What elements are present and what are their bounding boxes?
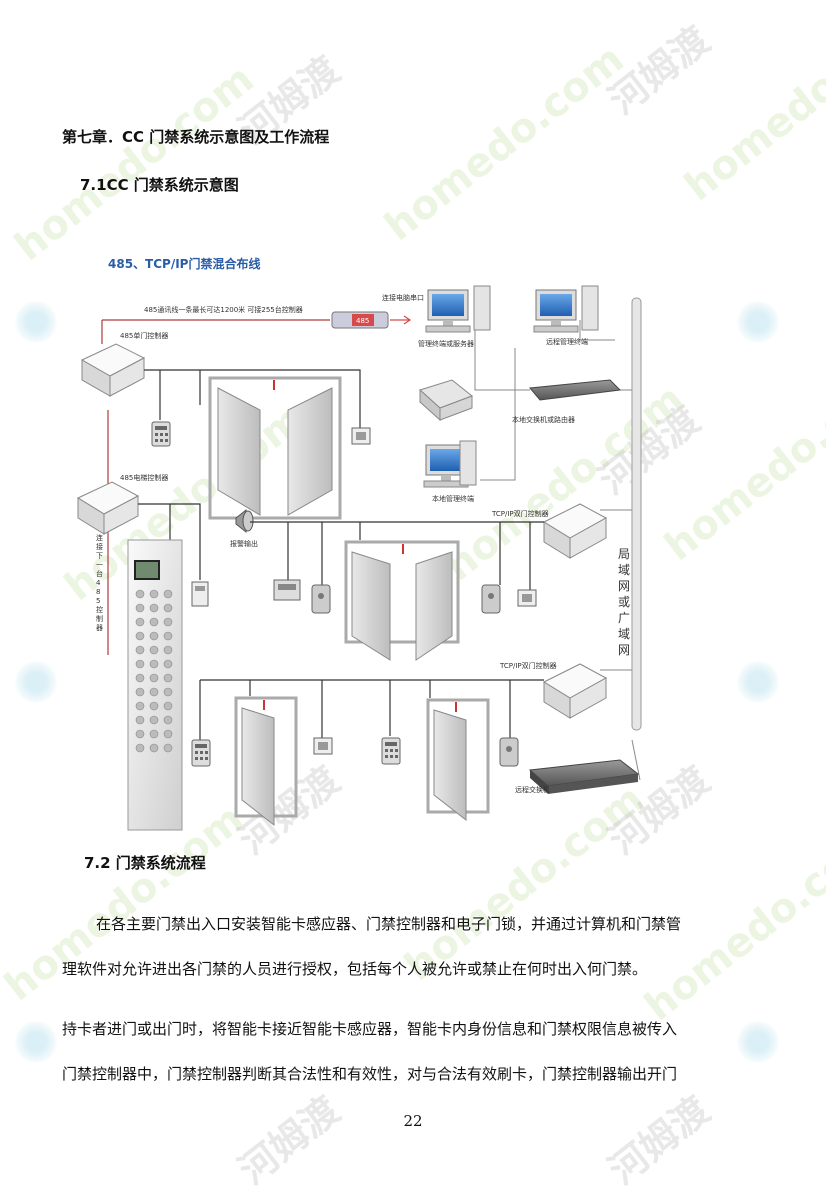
svg-text:8: 8: [96, 588, 100, 596]
svg-text:网: 网: [618, 579, 630, 593]
tcpip-dual-door-controller-2: [542, 663, 608, 719]
rs485-converter: 485: [331, 311, 412, 329]
lan-wan-label: 局 域 网 或 广 域 网: [618, 547, 630, 657]
watermark-brand: 河姆渡: [230, 1087, 348, 1193]
door-2: [344, 540, 460, 661]
flower-watermark-icon: [736, 660, 780, 704]
svg-text:485: 485: [356, 317, 369, 325]
paragraph-line: 理软件对允许进出各门禁的人员进行授权，包括每个人被允许或禁止在何时出入何门禁。: [62, 960, 648, 978]
management-terminal-label: 管理终端或服务器: [418, 339, 474, 348]
section-heading-workflow: 7.2 门禁系统流程: [84, 854, 206, 872]
rs485-distance-note: 485通讯线一条最长可达1200米 可接255台控制器: [144, 305, 303, 314]
door-3: [234, 696, 298, 827]
elevator-wiring: [138, 503, 201, 580]
svg-text:5: 5: [96, 597, 100, 605]
door3-wiring: [199, 679, 544, 740]
door2-wiring: [250, 521, 544, 590]
watermark-brand: 河姆渡: [600, 17, 718, 123]
flower-watermark-icon: [736, 300, 780, 344]
card-reader-icon: [191, 581, 209, 607]
exit-button-icon: [313, 737, 333, 755]
svg-text:或: 或: [618, 595, 630, 609]
flower-watermark-icon: [736, 1020, 780, 1064]
elevator-panel: [127, 539, 183, 831]
remote-terminal-pc: [533, 285, 599, 333]
local-switch-label: 本地交换机或路由器: [512, 415, 575, 424]
network-cables: [474, 320, 641, 781]
local-switch: [529, 379, 622, 401]
door1-wiring: [144, 369, 361, 428]
svg-text:网: 网: [618, 643, 630, 657]
tcpip-dual-door-label-2: TCP/IP双门控制器: [499, 661, 557, 670]
keypad-reader-icon: [151, 421, 171, 447]
proximity-reader-icon: [499, 737, 519, 767]
rs485-single-door-label: 485单门控制器: [120, 331, 168, 340]
svg-text:连: 连: [96, 533, 103, 542]
alarm-speaker-icon: [235, 508, 254, 534]
chapter-title: 第七章．CC 门禁系统示意图及工作流程: [62, 128, 330, 146]
exit-button-icon: [517, 589, 537, 607]
watermark-site: homedo.com: [676, 0, 826, 211]
rs485-elevator-controller: [76, 481, 140, 535]
remote-terminal-label: 远程管理终端: [546, 337, 588, 346]
remote-switch-label: 远程交换机: [515, 785, 550, 794]
connect-pc-serial-label: 连接电脑串口: [382, 293, 424, 302]
svg-text:域: 域: [618, 627, 630, 641]
svg-text:器: 器: [96, 624, 103, 632]
proximity-reader-icon: [311, 584, 331, 614]
svg-text:下: 下: [96, 552, 103, 560]
svg-text:局: 局: [618, 547, 630, 561]
flower-watermark-icon: [14, 1020, 58, 1064]
paragraph-line: 持卡者进门或出门时，将智能卡接近智能卡感应器，智能卡内身份信息和门禁权限信息被传…: [62, 1020, 678, 1038]
remote-switch: [528, 759, 640, 794]
svg-text:控: 控: [96, 605, 103, 614]
next-485-controller-label: 连 接 下 一 台 4 8 5 控 制 器: [96, 533, 103, 632]
paragraph-line: 门禁控制器中，门禁控制器判断其合法性和有效性，对与合法有效刷卡，门禁控制器输出开…: [62, 1065, 678, 1083]
svg-text:广: 广: [618, 611, 630, 625]
door-4: [426, 698, 490, 822]
door-1: [208, 376, 342, 520]
printer-icon: [419, 379, 473, 422]
local-terminal-pc: [423, 440, 477, 488]
section-heading-diagram: 7.1CC 门禁系统示意图: [80, 176, 239, 194]
flower-watermark-icon: [14, 660, 58, 704]
management-terminal-pc: [425, 285, 491, 333]
proximity-reader-icon: [481, 584, 501, 614]
elevator-buttons: [135, 589, 173, 753]
keypad-reader-icon: [191, 739, 211, 767]
svg-text:接: 接: [96, 542, 103, 551]
controller-panel-icon: [273, 579, 301, 601]
diagram-title: 485、TCP/IP门禁混合布线: [108, 256, 260, 271]
paragraph-line: 在各主要门禁出入口安装智能卡感应器、门禁控制器和电子门锁，并通过计算机和门禁管: [96, 915, 682, 933]
alarm-output-label: 报警输出: [230, 539, 258, 548]
svg-text:一: 一: [96, 561, 103, 569]
watermark-brand: 河姆渡: [600, 1087, 718, 1193]
rs485-single-door-controller: [80, 343, 146, 397]
lan-wan-backbone: [631, 297, 642, 731]
svg-text:域: 域: [618, 563, 630, 577]
svg-text:台: 台: [96, 569, 103, 578]
tcpip-dual-door-controller-1: [542, 503, 608, 559]
svg-text:制: 制: [96, 614, 103, 623]
flower-watermark-icon: [14, 300, 58, 344]
watermark-site: homedo.com: [6, 55, 263, 271]
rs485-elevator-label: 485电梯控制器: [120, 473, 168, 482]
exit-button-icon: [351, 427, 371, 445]
watermark-site: homedo.com: [376, 35, 633, 251]
tcpip-dual-door-label-1: TCP/IP双门控制器: [491, 509, 549, 518]
local-terminal-label: 本地管理终端: [432, 494, 474, 503]
rs485-bus-line: [101, 319, 330, 655]
access-control-diagram: 485、TCP/IP门禁混合布线 局 域 网 或 广 域 网 485通讯线一条最…: [76, 256, 642, 831]
page-number: 22: [403, 1112, 423, 1130]
keypad-reader-icon: [381, 737, 401, 765]
svg-text:4: 4: [96, 579, 101, 587]
watermark-site: homedo.com: [656, 355, 826, 571]
